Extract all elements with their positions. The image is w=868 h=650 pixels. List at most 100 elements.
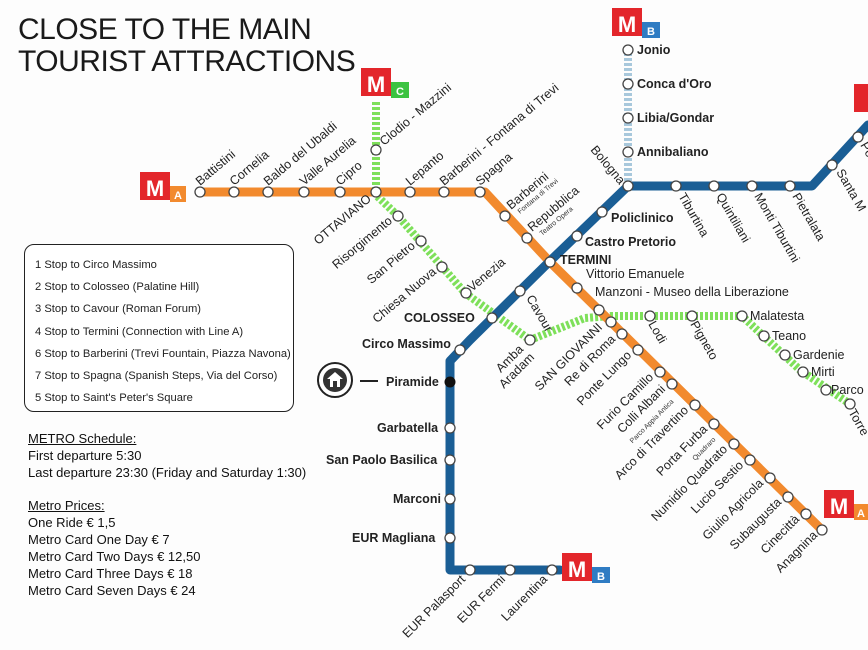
label-torre: Torre	[845, 407, 868, 439]
badge-line-a-west: M A	[140, 172, 186, 202]
price-item: Metro Card Two Days € 12,50	[28, 549, 201, 564]
stop-lucio-sestio[interactable]	[744, 454, 756, 466]
stop-spagna[interactable]	[474, 186, 486, 198]
label-conca-oro: Conca d'Oro	[637, 77, 712, 91]
stop-po[interactable]	[852, 131, 864, 143]
stop-conca-oro[interactable]	[622, 78, 634, 90]
label-garbatella: Garbatella	[377, 421, 439, 435]
label-lodi: Lodi	[645, 319, 669, 346]
badge-a-south-letter: A	[857, 508, 865, 520]
label-policlinico: Policlinico	[611, 211, 674, 225]
stop-barberini[interactable]	[499, 210, 511, 222]
stop-libia[interactable]	[622, 112, 634, 124]
label-venezia: Venezia	[465, 255, 508, 294]
stop-pietralata[interactable]	[784, 180, 796, 192]
stop-termini[interactable]	[544, 256, 556, 268]
stop-annibaliano[interactable]	[622, 146, 634, 158]
badge-a-west-m: M	[146, 176, 164, 201]
stop-clodio[interactable]	[370, 144, 382, 156]
stop-numidio[interactable]	[728, 438, 740, 450]
stop-lepanto[interactable]	[404, 186, 416, 198]
stop-policlinico[interactable]	[596, 206, 608, 218]
price-item: Metro Card Three Days € 18	[28, 566, 193, 581]
price-item: Metro Card One Day € 7	[28, 532, 170, 547]
price-item: Metro Card Seven Days € 24	[28, 583, 196, 598]
stop-garbatella[interactable]	[444, 422, 456, 434]
stop-tiburtina[interactable]	[670, 180, 682, 192]
stop-piramide[interactable]	[444, 376, 456, 388]
stop-repubblica[interactable]	[521, 232, 533, 244]
stop-bologna[interactable]	[622, 180, 634, 192]
stop-ponte-lungo[interactable]	[632, 344, 644, 356]
stop-battistini[interactable]	[194, 186, 206, 198]
stop-furio-camillo[interactable]	[654, 366, 666, 378]
stop-pigneto[interactable]	[686, 310, 698, 322]
badge-line-b-south: M B	[562, 553, 610, 583]
stop-jonio[interactable]	[622, 44, 634, 56]
stop-cinecitta[interactable]	[800, 508, 812, 520]
stop-malatesta[interactable]	[736, 310, 748, 322]
stop-teano[interactable]	[758, 330, 770, 342]
badge-b1-letter: B	[647, 26, 655, 38]
stop-monti-tiburtini[interactable]	[746, 180, 758, 192]
badge-line-a-south: M A	[824, 490, 868, 520]
stop-gardenie[interactable]	[779, 349, 791, 361]
station-markers	[194, 44, 864, 576]
stop-parco[interactable]	[820, 384, 832, 396]
stop-colosseo[interactable]	[486, 312, 498, 324]
stop-san-pietro[interactable]	[415, 235, 427, 247]
stop-marconi[interactable]	[444, 493, 456, 505]
stop-lodi[interactable]	[644, 310, 656, 322]
house-icon	[327, 372, 343, 387]
stop-eur-palasport[interactable]	[464, 564, 476, 576]
label-cipro: Cipro	[333, 158, 365, 188]
stop-cipro[interactable]	[334, 186, 346, 198]
stop-barberini-trevi[interactable]	[438, 186, 450, 198]
label-gardenie: Gardenie	[793, 348, 844, 362]
stop-risorgimento[interactable]	[392, 210, 404, 222]
stop-giulio-agricola[interactable]	[764, 472, 776, 484]
stop-valle-aurelia[interactable]	[298, 186, 310, 198]
stop-cavour[interactable]	[514, 285, 526, 297]
stop-quintiliani[interactable]	[708, 180, 720, 192]
label-pigneto: Pigneto	[687, 319, 720, 363]
prices-heading: Metro Prices:	[28, 498, 105, 513]
home-location-icon	[317, 362, 353, 398]
stop-torre[interactable]	[844, 398, 856, 410]
stop-vittorio[interactable]	[571, 282, 583, 294]
stop-colli-albani[interactable]	[666, 378, 678, 390]
label-vittorio: Vittorio Emanuele	[586, 267, 684, 281]
stop-mirti[interactable]	[797, 366, 809, 378]
stop-baldo[interactable]	[262, 186, 274, 198]
stop-anagnina[interactable]	[816, 524, 828, 536]
stop-subaugusta[interactable]	[782, 491, 794, 503]
stop-manzoni[interactable]	[593, 304, 605, 316]
stop-san-giovanni[interactable]	[605, 316, 617, 328]
stop-cornelia[interactable]	[228, 186, 240, 198]
badge-line-b1: M B	[612, 8, 660, 38]
badge-line-edge	[854, 84, 868, 112]
title-line-2: TOURIST ATTRACTIONS	[18, 45, 356, 78]
stop-eur-fermi[interactable]	[504, 564, 516, 576]
label-pietralata: Pietralata	[789, 191, 828, 244]
stop-chiesa-nuova[interactable]	[436, 261, 448, 273]
stop-porta-furba[interactable]	[708, 418, 720, 430]
stop-eur-magliana[interactable]	[444, 532, 456, 544]
stop-ottaviano[interactable]	[370, 186, 382, 198]
stop-castro-pretorio[interactable]	[571, 230, 583, 242]
title-line-1: CLOSE TO THE MAIN	[18, 13, 312, 46]
schedule-block: METRO Schedule: First departure 5:30 Las…	[28, 430, 306, 481]
stop-arco-travertino[interactable]	[689, 399, 701, 411]
stop-amba[interactable]	[524, 334, 536, 346]
stop-circo-massimo[interactable]	[454, 344, 466, 356]
stop-san-paolo[interactable]	[444, 454, 456, 466]
label-piramide: Piramide	[386, 375, 439, 389]
stops-item: 2 Stop to Colosseo (Palatine Hill)	[35, 281, 200, 294]
stop-venezia[interactable]	[460, 287, 472, 299]
label-santa-maria: Santa M	[833, 167, 868, 214]
stop-re-di-roma[interactable]	[616, 328, 628, 340]
stop-santa-maria[interactable]	[826, 159, 838, 171]
stop-laurentina[interactable]	[546, 564, 558, 576]
